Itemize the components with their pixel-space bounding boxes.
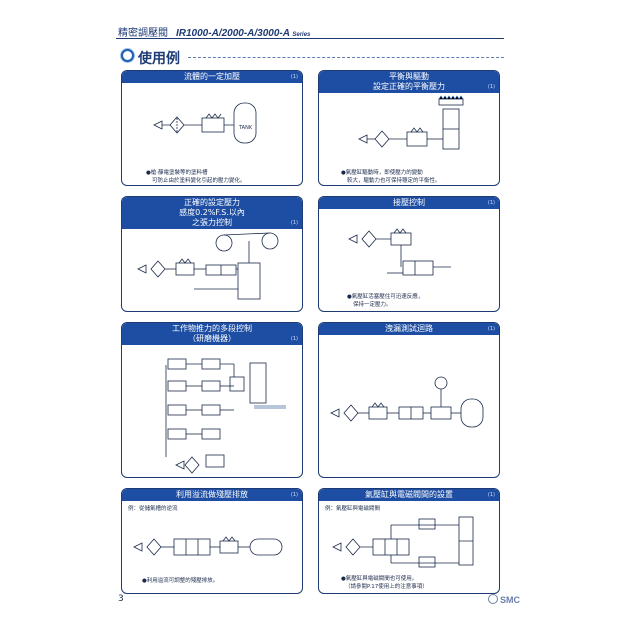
page-header: 精密調壓閥 IR1000-A/2000-A/3000-A Series — [118, 24, 310, 39]
circuit-diagram — [137, 232, 279, 300]
panel-pressure-contact: 接壓控制(1) ●氣壓缸活塞壓住可迅速反應，保持一定壓力。 — [318, 196, 500, 312]
panel-leak-test: 洩漏測試迴路(1) — [318, 322, 500, 478]
panel-note: ●氣壓缸驅動時，即使壓力的變動較大，驅動力也可保持穩定的平衡性。 — [341, 170, 441, 184]
circuit-diagram — [133, 536, 283, 556]
circuit-diagram — [358, 95, 464, 150]
panel-title: 利用溢流做殘壓排放(1) — [122, 489, 302, 501]
header-rule — [116, 38, 504, 39]
panel-title: 平衡與驅動設定正確的平衡壓力(1) — [319, 71, 499, 93]
panel-fluid-pressurize: 流體的一定加壓(1) TANK ●槍·靜電塗裝等的塗料槽可防止由於塗料變化引起的… — [121, 70, 303, 186]
panel-multistage-thrust: 工作物推力的多段控制（研磨機器）(1) — [121, 322, 303, 478]
panel-subtitle: 例：氣壓缸與電磁閥間 — [325, 506, 381, 512]
section-heading: 使用例 — [121, 48, 180, 68]
panel-title: 流體的一定加壓(1) — [122, 71, 302, 83]
section-title: 使用例 — [138, 51, 180, 67]
panel-residual-exhaust: 利用溢流做殘壓排放(1) 例：從儲氣槽的逆流 ●利用溢流可調整的殘壓排放。 — [121, 488, 303, 594]
header-series: IR1000-A/2000-A/3000-A Series — [176, 28, 311, 39]
bullet-icon — [121, 49, 134, 62]
panel-note: ●利用溢流可調整的殘壓排放。 — [142, 578, 219, 584]
logo-icon — [488, 594, 498, 604]
brand-logo: SMC — [488, 594, 520, 605]
panel-subtitle: 例：從儲氣槽的逆流 — [128, 506, 178, 512]
panel-title: 工作物推力的多段控制（研磨機器）(1) — [122, 323, 302, 345]
panel-note: ●氣壓缸活塞壓住可迅速反應，保持一定壓力。 — [347, 294, 424, 308]
section-rule — [188, 57, 504, 58]
panel-title: 接壓控制(1) — [319, 197, 499, 209]
circuit-diagram — [165, 358, 286, 474]
page-number: 3 — [118, 594, 124, 604]
panel-tension-control: 正確的設定壓力感度0.2%F.S.以內之張力控制(1) — [121, 196, 303, 312]
circuit-diagram — [332, 516, 474, 568]
panel-balance-drive: 平衡與驅動設定正確的平衡壓力(1) ●氣壓缸驅動時，即使壓力的變動較大，驅動力也… — [318, 70, 500, 186]
panel-note: ●槍·靜電塗裝等的塗料槽可防止由於塗料變化引起的壓力變化。 — [146, 170, 246, 184]
tank-label: TANK — [238, 125, 253, 131]
panel-title: 氣壓缸與電磁閥間的設置(1) — [319, 489, 499, 501]
circuit-diagram — [348, 228, 451, 276]
header-title: 精密調壓閥 — [118, 28, 168, 39]
circuit-diagram — [330, 376, 484, 428]
panel-note: ●氣壓缸與電磁閥間也可使用。（請參閱P.17使用上的注意事項） — [341, 576, 428, 590]
panel-title: 洩漏測試迴路(1) — [319, 323, 499, 335]
panel-title: 正確的設定壓力感度0.2%F.S.以內之張力控制(1) — [122, 197, 302, 229]
circuit-diagram: TANK — [153, 102, 257, 144]
panel-cylinder-valve: 氣壓缸與電磁閥間的設置(1) 例：氣壓缸與電磁閥間 ●氣壓缸與電磁閥間也可使用。… — [318, 488, 500, 594]
